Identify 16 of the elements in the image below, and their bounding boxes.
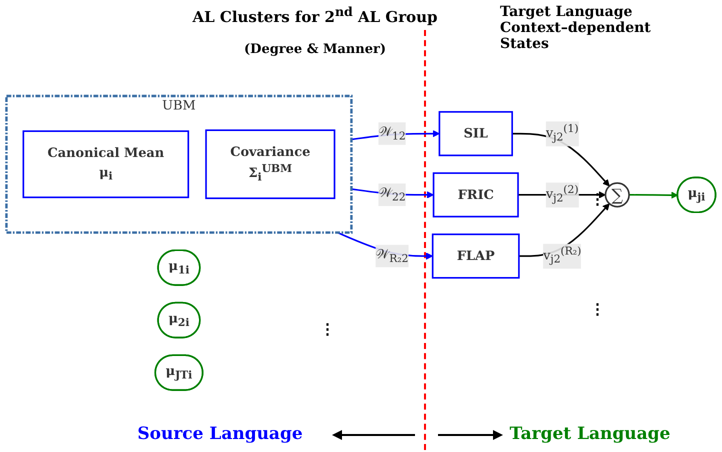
region-label: Source Language: [136, 424, 304, 444]
region-label: Target Language: [508, 424, 672, 444]
column-heading: Target Language Context–dependent States: [500, 4, 652, 52]
node-box: FLAP: [432, 234, 520, 279]
edge-label: 𝒲$_{22}$: [378, 185, 406, 204]
column-heading: AL Clusters for 2$^{nd}$ AL Group: [191, 4, 439, 26]
node-box: FRIC: [432, 172, 519, 218]
edge-label: 𝒲$_{R₂2}$: [376, 246, 409, 266]
node-box: Canonical Mean μ$_{i}$: [22, 130, 190, 198]
ellipsis-mark: ⋮: [590, 300, 605, 318]
column-subheading: (Degree & Manner): [243, 42, 387, 57]
edge-label: 𝒲$_{12}$: [378, 124, 406, 143]
arrow: [629, 192, 678, 199]
node-circle: ∑: [604, 182, 630, 208]
node-box: SIL: [438, 111, 513, 156]
ellipsis-mark: ⋮: [320, 320, 335, 338]
